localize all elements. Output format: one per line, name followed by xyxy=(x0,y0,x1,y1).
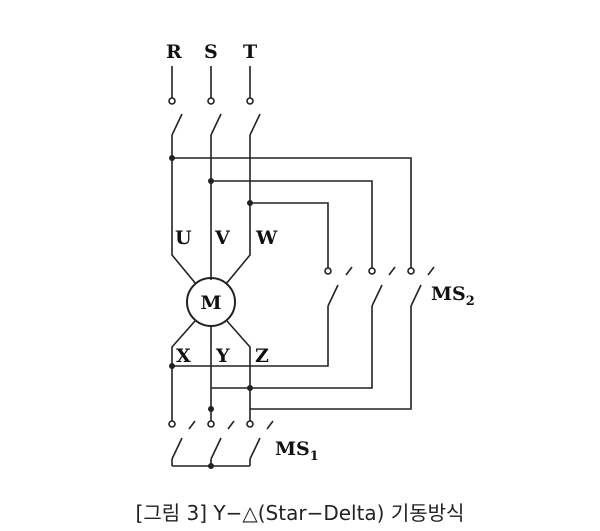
ms1-contactor xyxy=(168,420,274,467)
main-switch xyxy=(168,97,261,227)
ms2-feed-lines xyxy=(172,157,412,268)
ms2-output-lines xyxy=(172,306,412,410)
terminal-label-z: Z xyxy=(255,345,269,367)
motor-label: M xyxy=(200,292,221,314)
figure-caption: [그림 3] Y−△(Star−Delta) 기동방식 xyxy=(135,501,465,525)
terminal-label-y: Y xyxy=(215,345,230,367)
ms1-feed-lines xyxy=(171,366,251,421)
motor-leads-bottom xyxy=(171,320,251,366)
ms1-label: MS1 xyxy=(275,438,319,464)
terminal-label-v: V xyxy=(214,227,231,249)
motor-leads-top xyxy=(171,227,251,285)
phase-label-r: R xyxy=(166,41,182,63)
phase-label-t: T xyxy=(243,41,257,63)
terminal-label-x: X xyxy=(176,345,191,367)
ms2-label: MS2 xyxy=(431,283,475,309)
phase-label-s: S xyxy=(204,41,218,63)
supply-lines xyxy=(171,66,251,98)
terminal-label-w: W xyxy=(255,227,278,249)
terminal-label-u: U xyxy=(175,227,192,249)
junction-dot xyxy=(208,463,214,469)
ms2-contactor xyxy=(324,266,435,307)
